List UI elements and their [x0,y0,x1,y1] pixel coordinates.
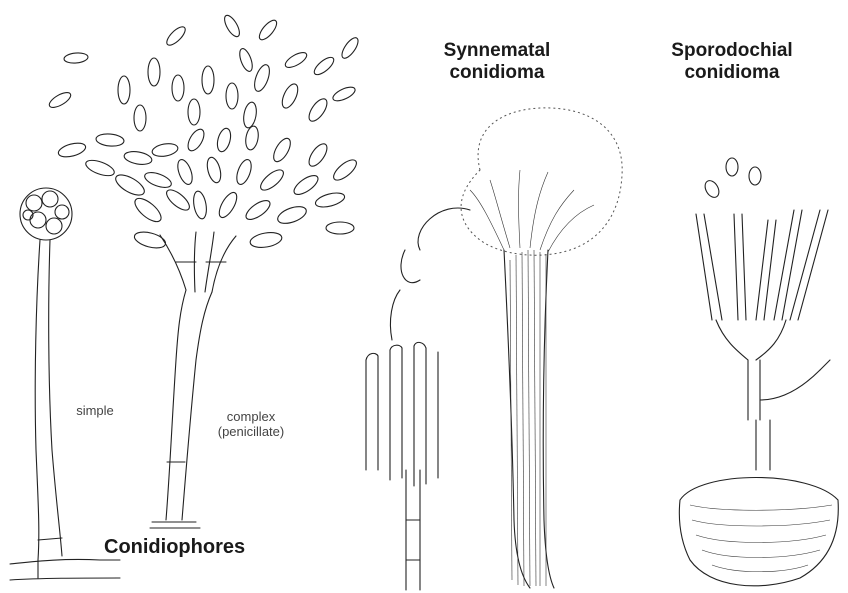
sporodochial-title-line1: Sporodochial [662,40,802,62]
complex-label-line2: (penicillate) [196,425,306,440]
simple-conidiophore-drawing [10,188,120,580]
complex-penicillate-label: complex (penicillate) [196,410,306,440]
conidiophores-title: Conidiophores [104,536,245,559]
synnematal-conidioma-drawing [366,108,622,590]
synnematal-title-line2: conidioma [432,62,562,84]
synnematal-conidioma-title: Synnematal conidioma [432,40,562,84]
sporodochial-conidioma-drawing [679,158,838,586]
sporodochial-conidioma-title: Sporodochial conidioma [662,40,802,84]
simple-label: simple [60,404,130,419]
complex-conidiophore-drawing [47,13,361,528]
complex-label-line1: complex [196,410,306,425]
sporodochial-title-line2: conidioma [662,62,802,84]
synnematal-title-line1: Synnematal [432,40,562,62]
